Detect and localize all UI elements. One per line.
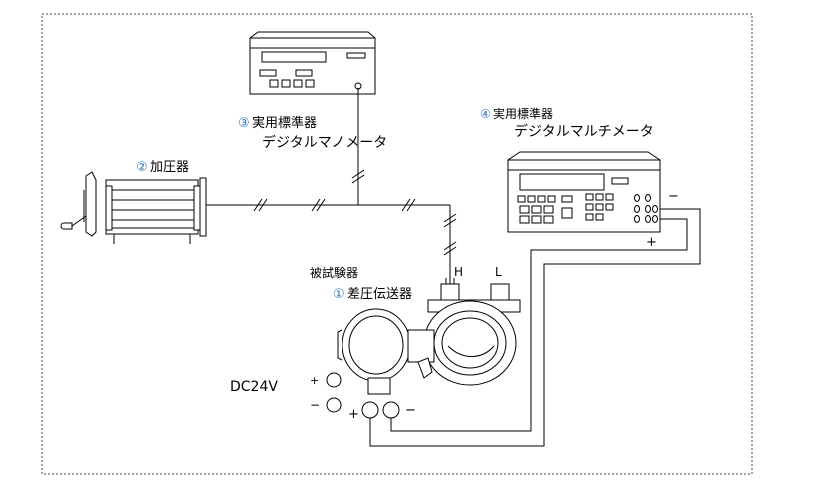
- dc-plus-terminal: [326, 372, 342, 388]
- manometer-number: ③: [238, 116, 250, 131]
- tx-plus-terminal: [361, 401, 379, 419]
- tx-plus-label: +: [348, 407, 359, 422]
- dc-source-label: DC24V: [230, 379, 278, 395]
- dc-minus-label: −: [310, 398, 320, 412]
- tx-minus-terminal: [382, 401, 400, 419]
- differential-pressure-transmitter: [337, 278, 521, 395]
- tx-minus-label: −: [405, 403, 416, 418]
- transmitter-terminals: [361, 401, 400, 419]
- dmm-minus-label: −: [668, 189, 679, 204]
- dotted-frame: [41, 13, 753, 475]
- multimeter-number: ④: [480, 107, 491, 121]
- pressure-tubing: [206, 88, 457, 286]
- port-l-label: L: [495, 265, 502, 279]
- pressurizer-title: 加圧器: [150, 160, 189, 175]
- manometer-title: 実用標準器: [252, 115, 317, 131]
- dut-label: 被試験器: [310, 265, 358, 280]
- pressurizer: [60, 171, 207, 244]
- signal-wiring: [369, 208, 701, 447]
- dc-source: [326, 372, 342, 413]
- multimeter-title: 実用標準器: [493, 106, 553, 121]
- dc-plus-label: +: [310, 374, 319, 387]
- transmitter-number: ①: [333, 287, 345, 302]
- digital-multimeter: [507, 151, 661, 233]
- multimeter-subtitle: デジタルマルチメータ: [514, 123, 654, 140]
- port-h-label: H: [454, 265, 463, 279]
- pressurizer-number: ②: [136, 160, 148, 175]
- dc-minus-terminal: [326, 397, 342, 413]
- dmm-plus-label: +: [646, 235, 657, 250]
- transmitter-title: 差圧伝送器: [347, 287, 412, 302]
- manometer-subtitle: デジタルマノメータ: [262, 134, 387, 151]
- digital-manometer: [249, 31, 376, 95]
